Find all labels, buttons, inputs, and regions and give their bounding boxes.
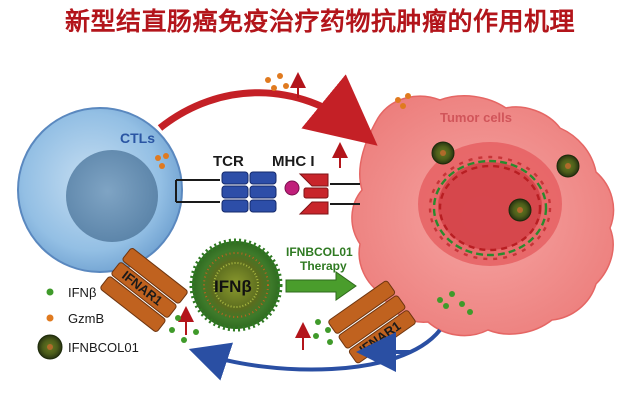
legend-ifnb-label: IFNβ — [68, 285, 96, 300]
dna-helix-ring — [428, 155, 552, 261]
therapy-arrow — [285, 271, 357, 301]
nanoparticle-icon — [556, 154, 580, 178]
tcr-receptor — [221, 171, 277, 213]
gzmb-dots — [265, 73, 289, 91]
legend-gzmb-swatch — [46, 314, 54, 322]
legend: IFNβ GzmB IFNBCOL01 — [37, 285, 139, 360]
legend-ifnb-swatch — [46, 288, 54, 296]
ifnb-nanoparticle: IFNβ — [189, 238, 283, 332]
legend-ifnbcol01-label: IFNBCOL01 — [68, 340, 139, 355]
diagram-title: 新型结直肠癌免疫治疗药物抗肿瘤的作用机理 — [64, 7, 575, 36]
gzmb-dots — [155, 153, 169, 169]
legend-nanoparticle-icon — [37, 334, 63, 360]
legend-gzmb-label: GzmB — [68, 311, 104, 326]
ifnb-dots — [169, 315, 199, 343]
therapy-label-line1: IFNBCOL01 — [286, 245, 353, 259]
feedback-arrow — [188, 328, 442, 381]
tumor-cells-label: Tumor cells — [440, 110, 512, 125]
ifnb-dots — [313, 291, 473, 345]
nanoparticle-icon — [508, 198, 532, 222]
tcr-label: TCR — [213, 153, 244, 170]
mhc-label: MHC I — [272, 153, 315, 170]
gzmb-dots — [395, 93, 411, 109]
antigen-icon — [284, 180, 300, 196]
cytotoxic-arrow — [157, 74, 378, 146]
svg-text:IFNβ: IFNβ — [214, 277, 252, 296]
ctls-label: CTLs — [120, 130, 155, 146]
ctl-nucleus — [66, 150, 158, 242]
ifnar1-receptor-left: IFNAR1 — [100, 248, 188, 332]
mhc-molecule — [298, 173, 329, 215]
nanoparticle-icon — [431, 141, 455, 165]
therapy-label-line2: Therapy — [300, 259, 347, 273]
